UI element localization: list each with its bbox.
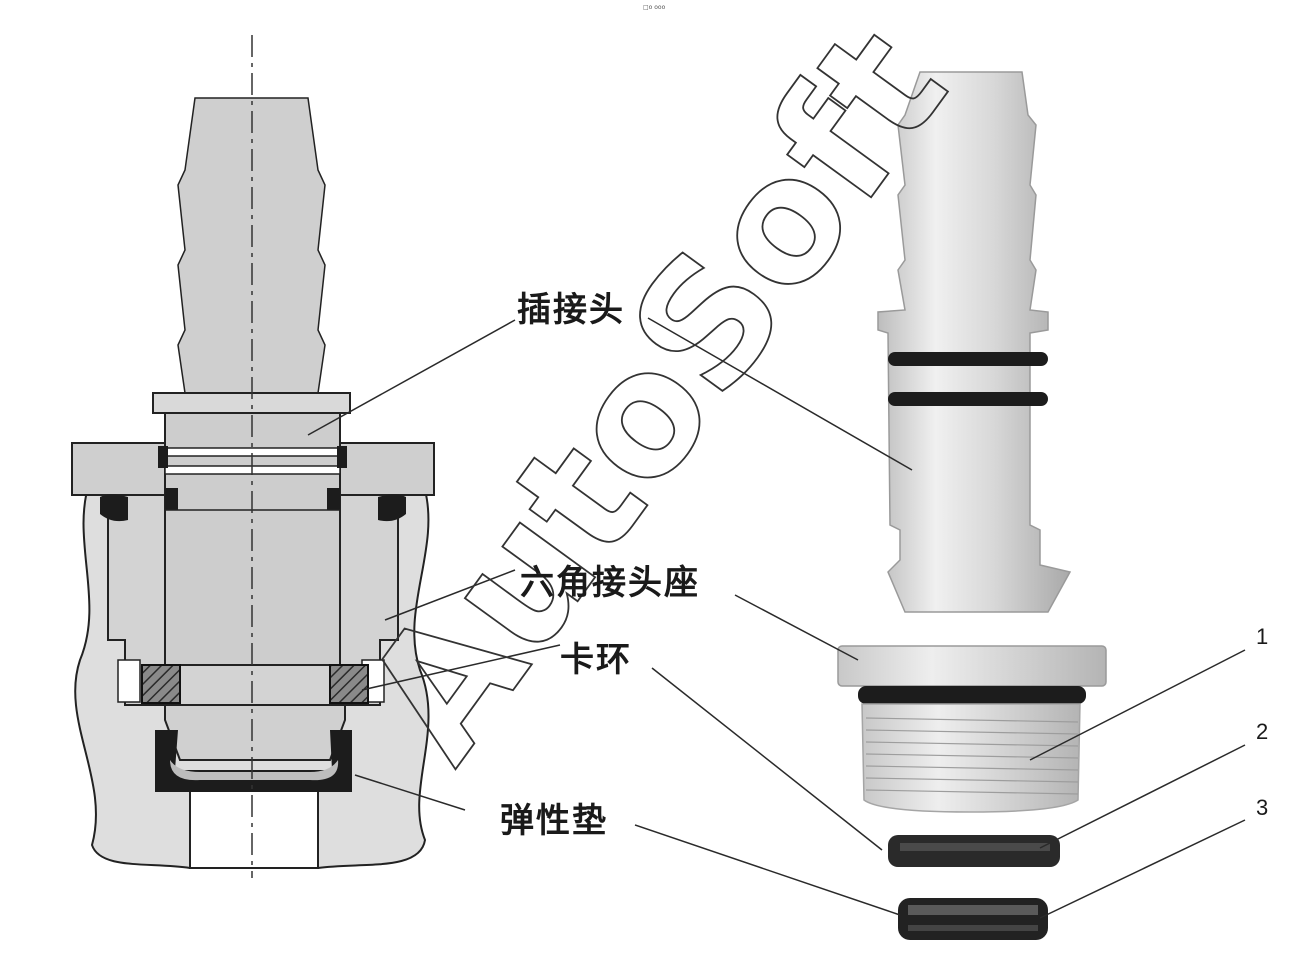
plug-nose (164, 704, 346, 761)
label-elastic-pad: 弹性垫 (500, 801, 608, 841)
elastic-pad-3d (898, 898, 1048, 940)
part-number-2: 2 (1256, 719, 1269, 744)
exploded-view (837, 71, 1107, 940)
hex-socket-3d-flange (837, 645, 1107, 687)
top-mark: □o ooo (643, 4, 666, 11)
label-plug-connector: 插接头 (517, 290, 625, 330)
cross-section-view (71, 35, 435, 878)
part-number-3: 3 (1256, 795, 1269, 820)
plug-3d (877, 71, 1072, 613)
label-hex-socket: 六角接头座 (520, 563, 700, 603)
part-number-1: 1 (1256, 624, 1269, 649)
bore-channel (189, 789, 319, 869)
snap-ring-right (329, 664, 369, 704)
leader-lines (307, 317, 1246, 919)
snap-ring-left (141, 664, 181, 704)
label-snap-ring: 卡环 (560, 640, 632, 680)
